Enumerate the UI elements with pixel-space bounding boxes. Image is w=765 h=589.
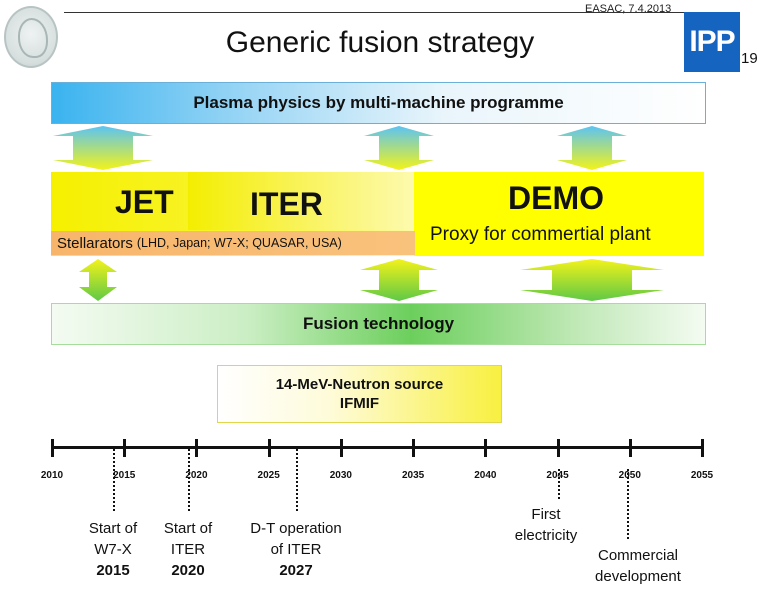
stellarators-label: Stellarators <box>57 234 133 252</box>
demo-subtitle: Proxy for commertial plant <box>430 224 651 245</box>
header-rule <box>64 12 684 13</box>
milestone-dots-electricity <box>558 469 560 499</box>
milestone-electricity-line1: First <box>531 506 561 523</box>
timeline-tick <box>339 439 343 457</box>
milestone-iter-start: Start of ITER 2020 <box>145 518 231 581</box>
stellarators-detail: (LHD, Japan; W7-X; QUASAR, USA) <box>136 236 342 250</box>
milestone-dt-operation: D-T operation of ITER 2027 <box>236 518 356 581</box>
header-note: EASAC, 7.4.2013 <box>585 3 672 15</box>
milestone-dt-line1: D-T operation <box>250 520 342 537</box>
neutron-source-line1: 14-MeV-Neutron source <box>275 376 444 393</box>
neutron-source-line2: IFMIF <box>339 395 380 412</box>
jet-label: JET <box>115 184 174 220</box>
timeline-year-label: 2025 <box>257 470 280 481</box>
neutron-source-box: 14-MeV-Neutron source IFMIF <box>217 365 502 423</box>
timeline-year-label: 2030 <box>329 470 352 481</box>
iter-box <box>188 172 416 230</box>
timeline-year-label: 2040 <box>474 470 497 481</box>
timeline-tick <box>51 439 54 457</box>
fusion-technology-bar: Fusion technology <box>51 303 706 345</box>
timeline-year-label: 2045 <box>546 470 569 481</box>
milestone-dt-line2: of ITER <box>270 541 322 558</box>
demo-box <box>414 172 704 256</box>
timeline-year-label: 2055 <box>690 470 714 481</box>
milestone-iter-year: 2020 <box>171 562 205 579</box>
milestone-dots-commercial <box>627 469 629 539</box>
milestone-w7x: Start of W7-X 2015 <box>70 518 156 581</box>
milestone-dots-w7x <box>113 449 115 511</box>
arrow-plasma-demo <box>557 126 627 170</box>
timeline-tick <box>484 439 488 457</box>
slide-title: Generic fusion strategy <box>225 26 535 59</box>
timeline-tick <box>701 439 704 457</box>
milestone-w7x-line2: W7-X <box>94 541 132 558</box>
milestone-first-electricity: First electricity <box>500 504 592 546</box>
timeline-tick <box>267 439 271 457</box>
milestone-iter-line2: ITER <box>170 541 206 558</box>
milestone-w7x-line1: Start of <box>88 520 138 537</box>
timeline-tick <box>556 439 560 457</box>
arrow-plasma-jet <box>53 126 153 170</box>
milestone-w7x-year: 2015 <box>96 562 130 579</box>
demo-label: DEMO <box>508 180 604 216</box>
timeline-axis <box>52 446 704 449</box>
milestone-commercial-line1: Commercial <box>597 547 678 564</box>
fusion-technology-label: Fusion technology <box>302 314 455 333</box>
arrow-iter-fusion <box>360 259 438 301</box>
timeline-year-label: 2010 <box>40 470 64 481</box>
timeline-tick <box>123 439 127 457</box>
timeline-tick <box>628 439 632 457</box>
timeline-year-label: 2035 <box>401 470 425 481</box>
arrow-plasma-iter <box>364 126 434 170</box>
milestone-electricity-line2: electricity <box>514 527 578 544</box>
stellarators-bar: Stellarators (LHD, Japan; W7-X; QUASAR, … <box>51 231 415 255</box>
timeline-year-label: 2015 <box>113 470 136 481</box>
milestone-dots-dt <box>296 449 298 511</box>
milestone-dt-year: 2027 <box>279 562 313 579</box>
plasma-physics-bar: Plasma physics by multi-machine programm… <box>51 82 706 124</box>
timeline-year-label: 2020 <box>185 470 208 481</box>
plasma-physics-label: Plasma physics by multi-machine programm… <box>193 93 564 112</box>
page-number: 19 <box>741 50 758 67</box>
iter-label: ITER <box>250 186 323 222</box>
milestone-iter-line1: Start of <box>163 520 213 537</box>
arrow-jet-fusion <box>79 259 117 301</box>
arrow-demo-fusion <box>520 259 664 301</box>
milestone-commercial-development: Commercial development <box>578 545 698 587</box>
timeline-year-label: 2050 <box>618 470 641 481</box>
milestone-commercial-line2: development <box>595 568 681 585</box>
max-planck-logo <box>4 6 58 68</box>
timeline-tick <box>412 439 416 457</box>
milestone-dots-iter <box>188 449 190 511</box>
timeline-tick <box>195 439 199 457</box>
ipp-logo: IPP <box>684 12 740 72</box>
